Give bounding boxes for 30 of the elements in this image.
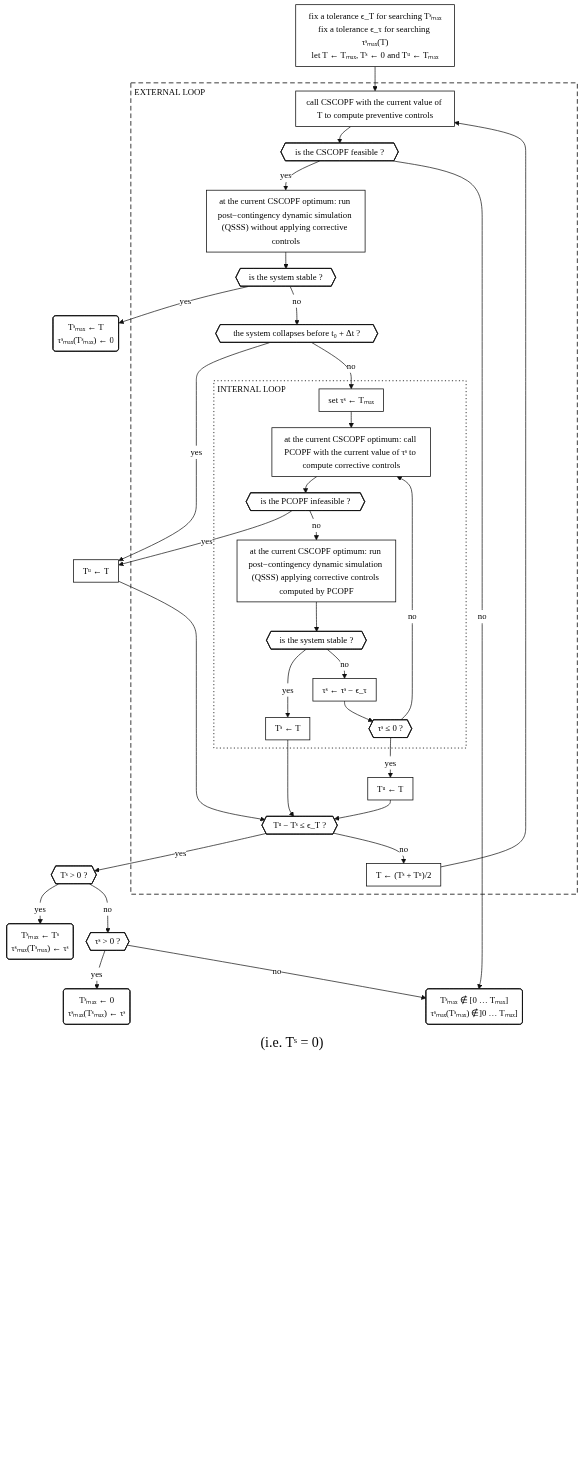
node-box: τˢ ← τˢ − ϵ_τ	[312, 678, 377, 702]
edge-label: yes	[281, 685, 294, 695]
node-box: at the current CSCOPF optimum: call PCOPF with the current value of τˢ to compute corrective controls	[271, 427, 431, 477]
node-box: set τˢ ← Tₘₐₓ	[318, 388, 384, 412]
edge-label: no	[312, 520, 321, 530]
node-box: at the current CSCOPF optimum: run post−contingency dynamic simulation (QSSS) applying corrective controls computed by PCOPF	[236, 539, 397, 603]
edge-label: no	[346, 361, 356, 371]
node-box: call CSCOPF with the current value of T to compute preventive controls	[295, 90, 455, 127]
edge-label: no	[103, 904, 112, 914]
node-box: T ← (Tˢ + Tᵘ)/2	[366, 863, 442, 887]
node-box: fix a tolerance ϵ_T for searching Tˢₘₐₓ fix a tolerance ϵ_τ for searching τˢₘₐₓ(T) let T ← Tₘₐₓ, Tˢ ← 0 and Tᵘ ← Tₘₐₓ	[295, 4, 455, 67]
note-text: (i.e. Tˢ = 0)	[259, 1035, 325, 1051]
edge-label: yes	[90, 969, 103, 979]
edge-label: no	[407, 611, 417, 622]
node-box: Tˢ ← T	[265, 717, 311, 741]
edge-label: no	[477, 611, 487, 622]
edge-label: yes	[174, 847, 187, 858]
edge-label: yes	[200, 536, 213, 547]
edge-label: no	[399, 844, 409, 854]
edge-label: no	[272, 966, 282, 976]
edge-label: no	[292, 296, 302, 306]
node-box: at the current CSCOPF optimum: run post−contingency dynamic simulation (QSSS) without applying corrective controls	[206, 189, 366, 253]
edge-label: yes	[279, 170, 292, 181]
edge-label: yes	[384, 757, 397, 768]
node-box: Tᵘ ← T	[367, 777, 414, 801]
edge-label: yes	[34, 904, 46, 914]
edge-label: yes	[190, 447, 203, 457]
node-box: Tᵘ ← T	[73, 559, 119, 583]
edge-label: yes	[179, 296, 192, 306]
edge-label: no	[340, 659, 349, 669]
